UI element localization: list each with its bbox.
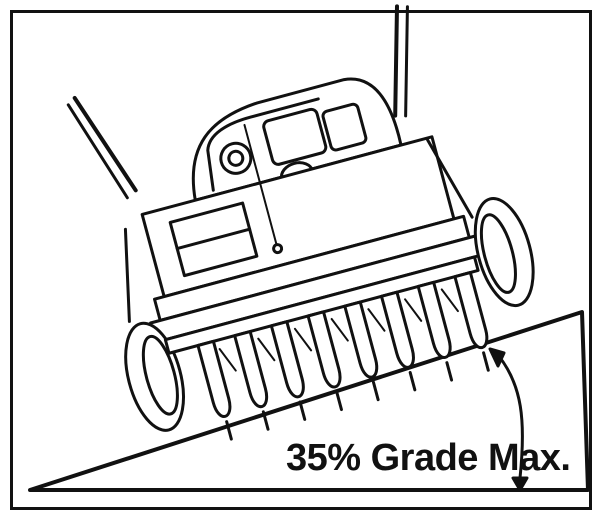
grade-label: 35% Grade Max. <box>286 437 571 479</box>
angle-arrow <box>488 347 529 492</box>
aerator-machine <box>66 4 535 441</box>
tine-row <box>196 271 490 441</box>
